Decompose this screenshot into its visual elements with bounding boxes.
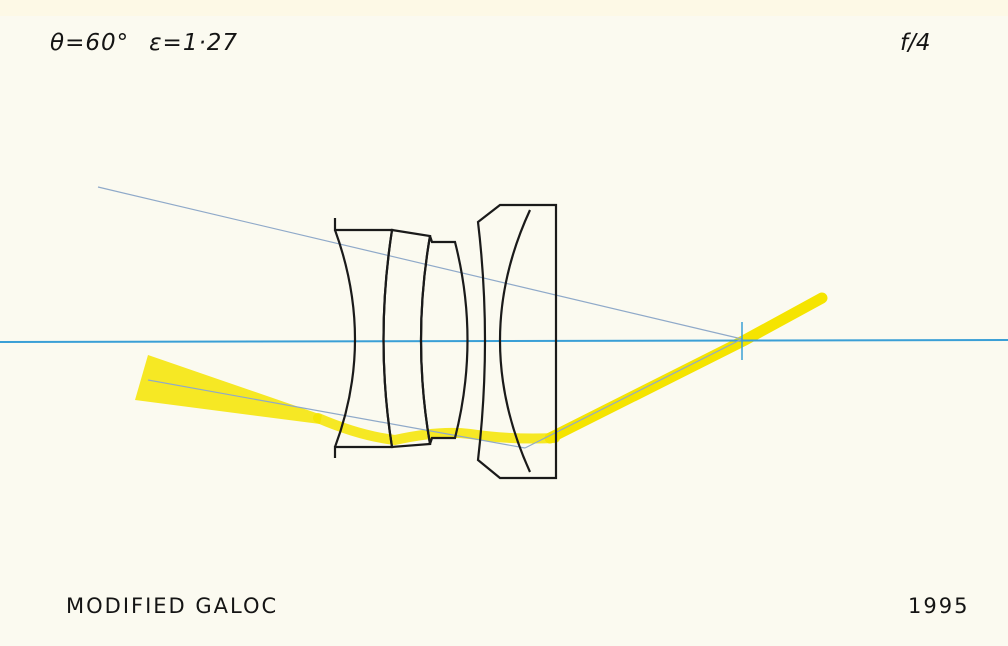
optical-axis <box>0 339 1008 343</box>
top-strip <box>0 0 1008 16</box>
chief-ray-upper <box>97 186 743 340</box>
year-label: 1995 <box>908 594 970 618</box>
chief-ray-lower-exit <box>524 338 743 449</box>
lens-element-2 <box>382 228 432 449</box>
design-parameters: θ=60° ε=1·27 <box>50 30 258 56</box>
lens-element-3 <box>419 235 469 445</box>
yellow-beam-exit <box>544 292 828 444</box>
epsilon-label: ε=1·27 <box>149 30 239 56</box>
design-name-label: MODIFIED GALOC <box>66 594 279 618</box>
lens-element-4 <box>476 203 558 480</box>
field-angle-label: θ=60° <box>50 30 130 56</box>
yellow-beam-through-lens <box>313 413 560 446</box>
yellow-beam-entry <box>135 355 322 424</box>
chief-ray-lower <box>147 379 526 449</box>
f-number-label: f/4 <box>900 30 931 56</box>
